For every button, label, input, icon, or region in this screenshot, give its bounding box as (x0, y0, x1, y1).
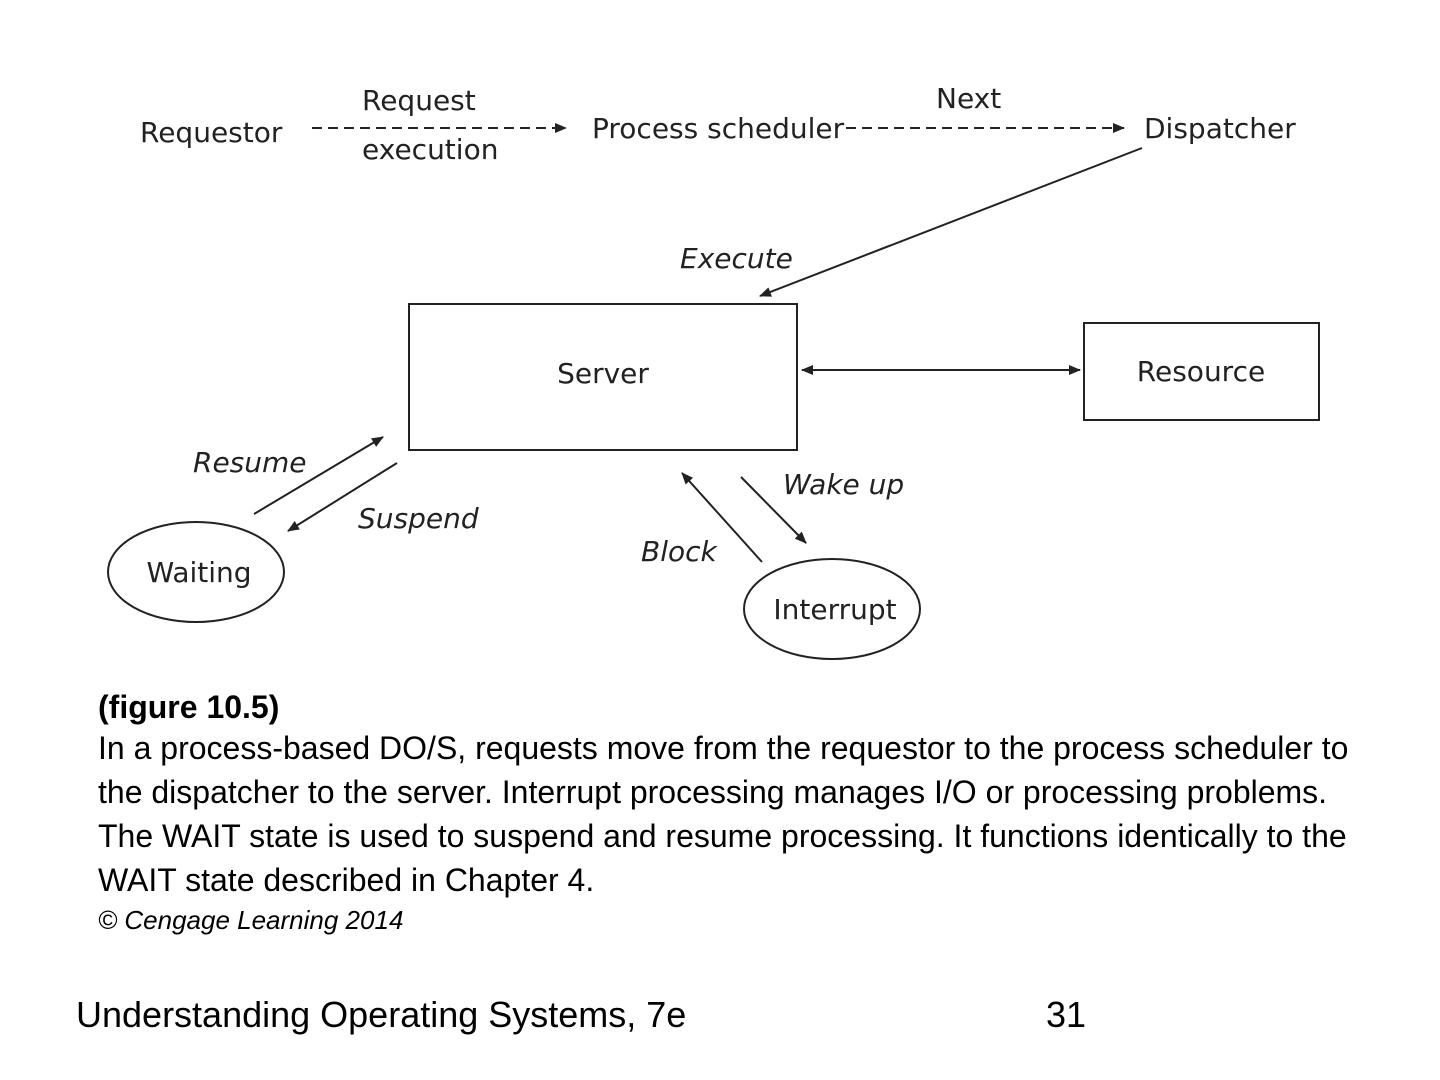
figure-number: (figure 10.5) (98, 689, 280, 725)
arrow-block (681, 472, 763, 563)
resource-box (1083, 322, 1320, 421)
waiting-ellipse (107, 521, 285, 623)
page-number: 31 (1046, 994, 1087, 1035)
footer-title: Understanding Operating Systems, 7e (76, 994, 687, 1035)
edge-label-request: Request (362, 84, 476, 117)
edge-label-block: Block (641, 535, 719, 568)
node-process-scheduler: Process scheduler (592, 112, 845, 145)
node-interrupt: Interrupt (773, 593, 896, 626)
figure-copyright: © Cengage Learning 2014 (98, 905, 404, 935)
edge-label-next: Next (936, 82, 1001, 115)
interrupt-ellipse (743, 558, 921, 660)
node-requestor: Requestor (140, 116, 283, 149)
node-resource: Resource (1137, 355, 1265, 388)
figure-description: In a process-based DO/S, requests move f… (98, 730, 1349, 898)
arrow-wake-up (740, 476, 807, 544)
edge-label-resume: Resume (193, 446, 307, 479)
edge-label-execute: Execute (680, 242, 793, 275)
edge-label-execution: execution (362, 133, 498, 166)
edge-label-wake-up: Wake up (783, 468, 904, 501)
server-box (408, 303, 798, 451)
arrow-suspend (287, 462, 398, 532)
node-dispatcher: Dispatcher (1144, 112, 1296, 145)
arrow-resume (253, 436, 384, 515)
node-server: Server (557, 357, 649, 390)
node-waiting: Waiting (146, 556, 251, 589)
figure-caption: (figure 10.5) In a process-based DO/S, r… (98, 688, 1358, 938)
arrow-dispatcher-to-server (759, 147, 1143, 297)
process-diagram: Requestor Request execution Process sche… (107, 82, 1320, 660)
edge-label-suspend: Suspend (358, 502, 479, 535)
